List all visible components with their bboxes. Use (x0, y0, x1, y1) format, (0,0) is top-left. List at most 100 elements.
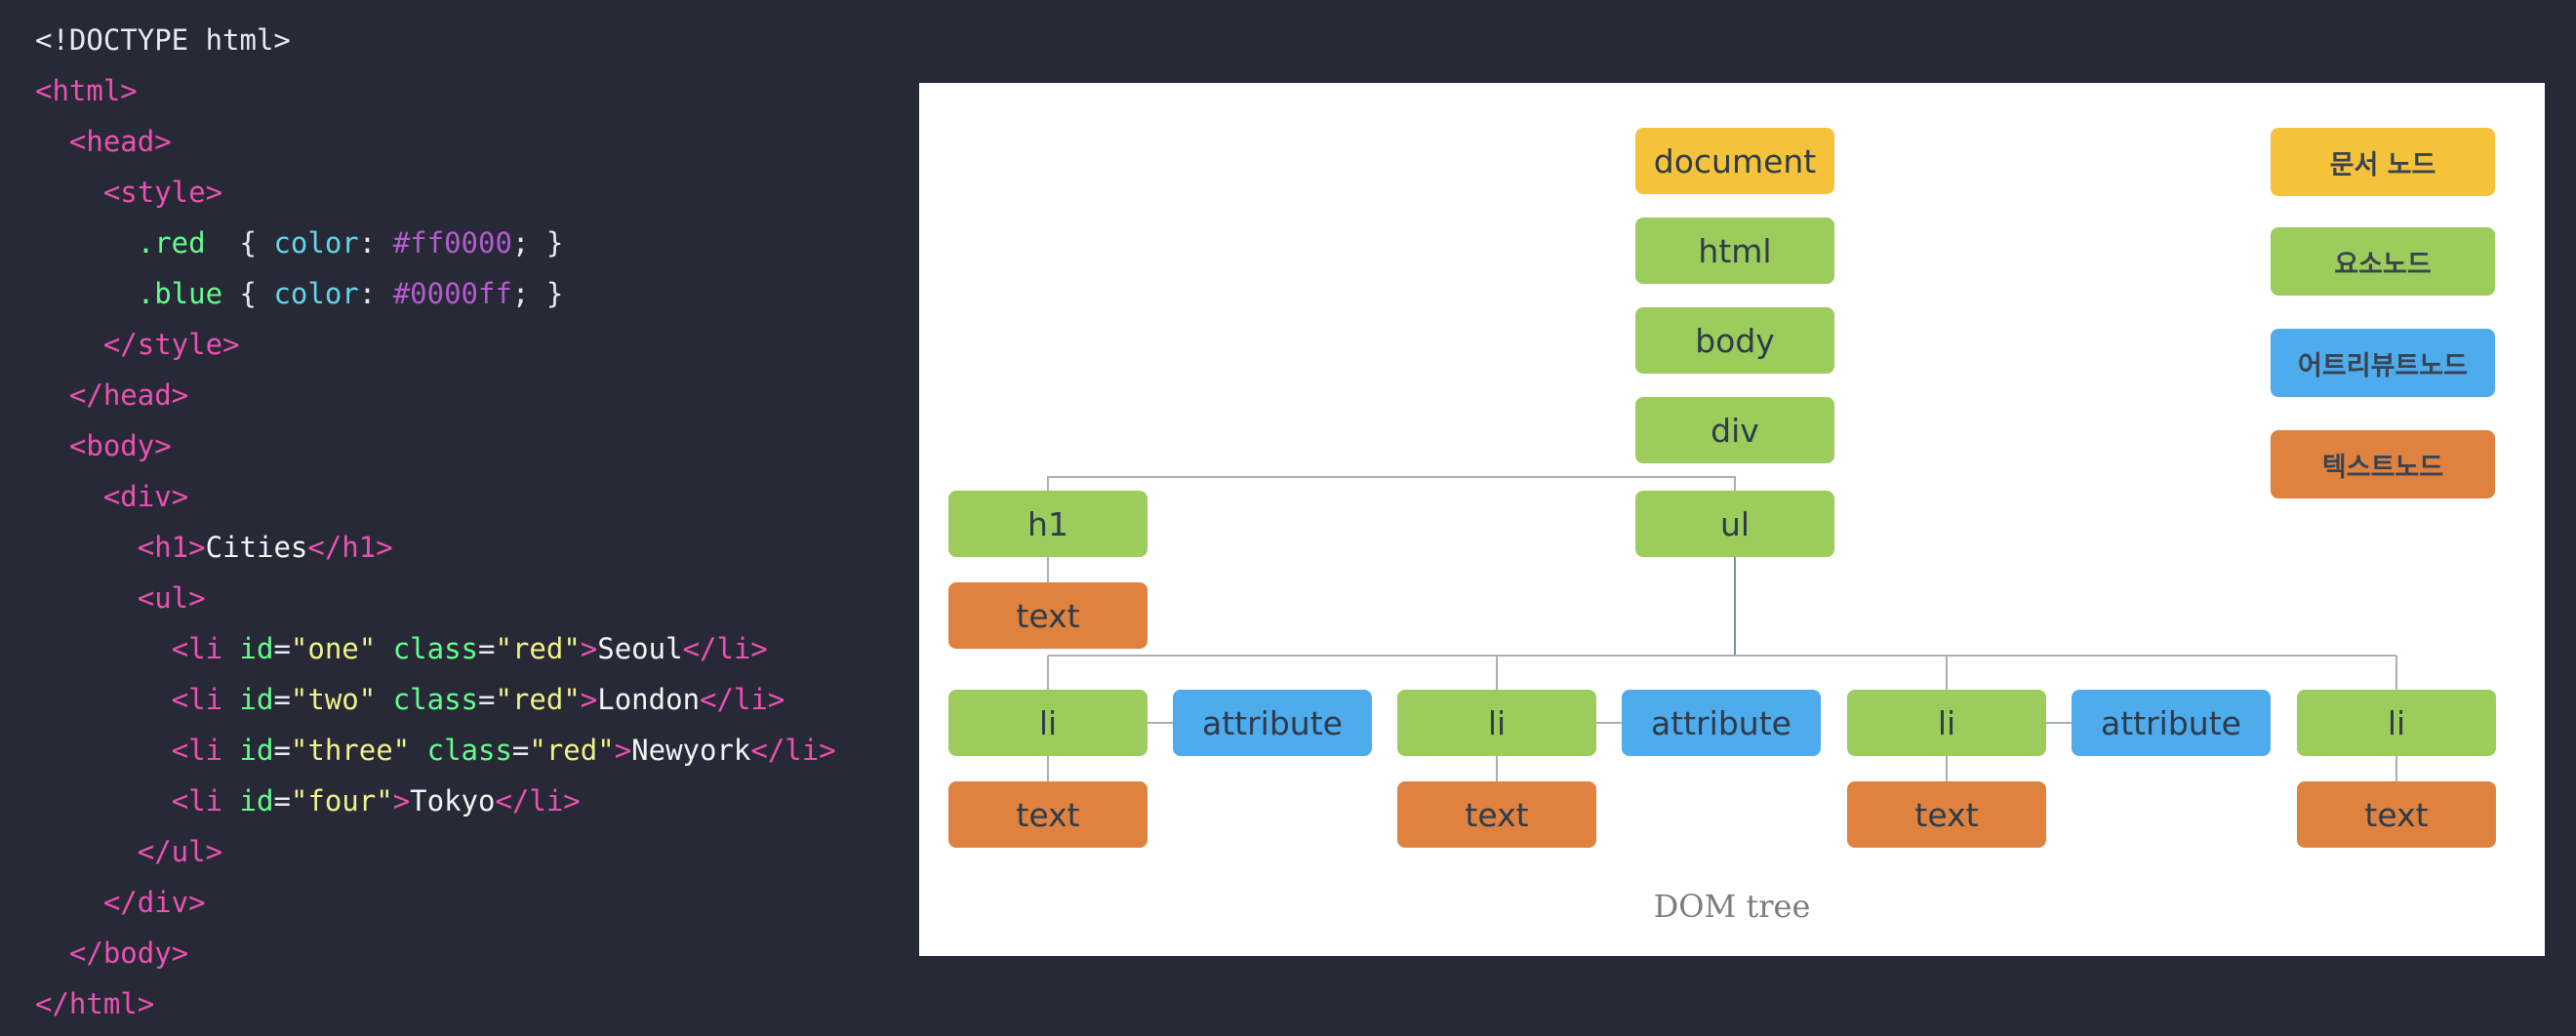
code-token: { (222, 277, 274, 310)
code-token (35, 835, 138, 868)
code-token: London (597, 683, 701, 716)
code-token (35, 379, 69, 412)
html-element-node: html (1635, 218, 1834, 284)
li-attribute-node-3: attribute (2072, 690, 2271, 756)
code-token: <li (171, 784, 240, 817)
code-line: <li id="four">Tokyo</li> (35, 780, 836, 831)
code-token: : (358, 277, 393, 310)
code-token: ; } (511, 277, 564, 310)
code-token: .blue (137, 277, 223, 310)
code-token: <body> (68, 429, 172, 462)
code-token: = (511, 734, 530, 767)
code-token: class (392, 683, 479, 716)
legend-text-node: 텍스트노드 (2271, 430, 2495, 498)
code-token: id (239, 784, 274, 817)
code-token: { (205, 226, 274, 259)
code-token (35, 683, 172, 716)
code-token: Cities (205, 531, 308, 564)
legend-attribute-node: 어트리뷰트노드 (2271, 329, 2495, 397)
code-line: .blue { color: #0000ff; } (35, 273, 836, 324)
code-token (35, 936, 69, 970)
code-token: = (273, 784, 291, 817)
code-token: "one" (290, 632, 377, 665)
code-line: <div> (35, 476, 836, 527)
code-token: <head> (68, 125, 172, 158)
code-token (35, 886, 103, 919)
code-token: "two" (290, 683, 377, 716)
li-element-node-1: li (948, 690, 1147, 756)
code-token: <ul> (137, 581, 206, 615)
code-token: id (239, 734, 274, 767)
code-token: <li (171, 734, 240, 767)
code-token (35, 429, 69, 462)
code-token: </head> (68, 379, 189, 412)
li-element-node-4: li (2297, 690, 2496, 756)
code-token: </div> (102, 886, 206, 919)
code-token: > (580, 683, 598, 716)
code-token: Seoul (597, 632, 683, 665)
code-token (35, 531, 138, 564)
code-token: > (614, 734, 632, 767)
code-token: </li> (495, 784, 581, 817)
code-token: #0000ff (392, 277, 512, 310)
code-token: = (273, 734, 291, 767)
code-token: > (580, 632, 598, 665)
code-token: color (273, 277, 359, 310)
code-token: id (239, 632, 274, 665)
code-token: </li> (700, 683, 785, 716)
legend-element-node: 요소노드 (2271, 227, 2495, 296)
h1-text-node: text (948, 582, 1147, 649)
code-line: <html> (35, 70, 836, 121)
code-line: <!DOCTYPE html> (35, 20, 836, 70)
code-token (35, 632, 172, 665)
code-token: = (478, 683, 496, 716)
source-code-block: <!DOCTYPE html> <html> <head> <style> .re… (35, 20, 836, 1034)
code-token: "red" (495, 683, 581, 716)
code-token: <!DOCTYPE html> (35, 23, 291, 57)
code-line: <style> (35, 172, 836, 222)
code-token (35, 277, 138, 310)
code-token: = (478, 632, 496, 665)
code-token (35, 581, 138, 615)
code-token: : (358, 226, 393, 259)
code-token: "three" (290, 734, 411, 767)
tree-connector-lines (1047, 227, 2397, 781)
code-line: .red { color: #ff0000; } (35, 222, 836, 273)
code-line: <head> (35, 121, 836, 172)
code-token: "red" (495, 632, 581, 665)
code-token: </html> (35, 987, 155, 1020)
code-token (35, 328, 103, 361)
code-token (35, 480, 103, 513)
code-token (35, 125, 69, 158)
li-attribute-node-2: attribute (1622, 690, 1821, 756)
h1-element-node: h1 (948, 491, 1147, 557)
code-token: <html> (35, 74, 138, 107)
code-token (376, 632, 392, 665)
code-line: <li id="two" class="red">London</li> (35, 679, 836, 730)
code-token: class (392, 632, 479, 665)
code-token: <li (171, 683, 240, 716)
dom-tree-diagram: document html body div h1 ul text li att… (919, 83, 2545, 956)
code-token: = (273, 683, 291, 716)
ul-element-node: ul (1635, 491, 1834, 557)
diagram-caption: DOM tree (1653, 888, 1811, 925)
code-token: "four" (290, 784, 393, 817)
code-line: <ul> (35, 578, 836, 628)
div-element-node: div (1635, 397, 1834, 463)
code-token (35, 176, 103, 209)
code-line: </div> (35, 882, 836, 933)
code-token: id (239, 683, 274, 716)
code-token: <li (171, 632, 240, 665)
code-line: </html> (35, 983, 836, 1034)
code-token: "red" (529, 734, 615, 767)
li-text-node-2: text (1397, 781, 1596, 848)
document-node: document (1635, 128, 1834, 194)
code-token (35, 226, 138, 259)
li-element-node-3: li (1847, 690, 2046, 756)
code-token: color (273, 226, 359, 259)
code-token: Newyork (631, 734, 751, 767)
code-token: </li> (682, 632, 768, 665)
code-token: </li> (750, 734, 836, 767)
code-token (410, 734, 426, 767)
li-element-node-2: li (1397, 690, 1596, 756)
